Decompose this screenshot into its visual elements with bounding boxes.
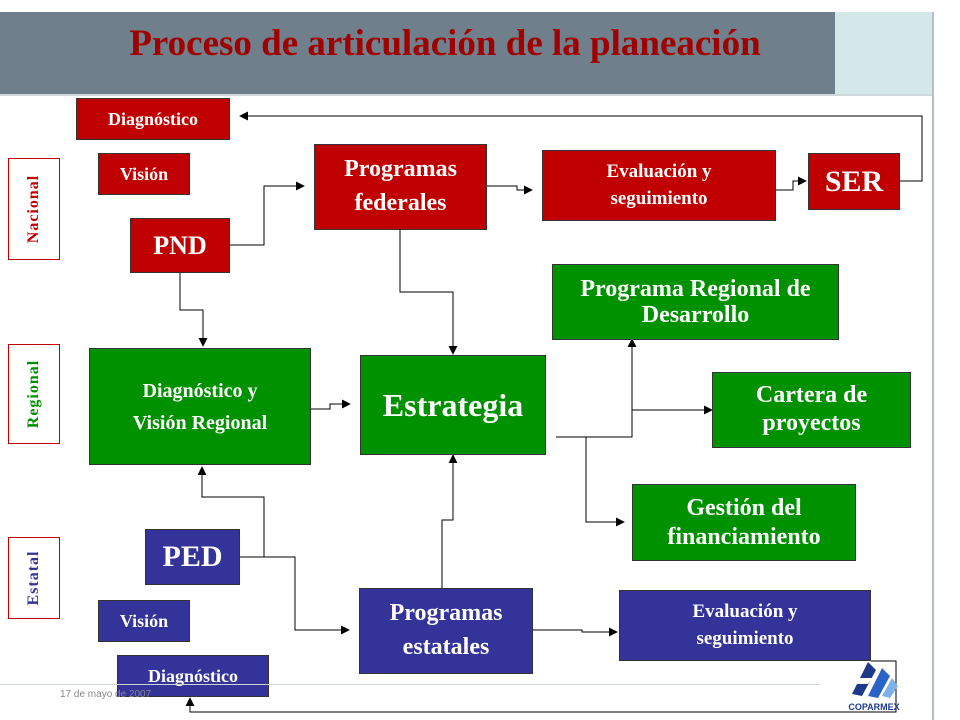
level-label-nacional: Nacional bbox=[8, 158, 60, 260]
arrow-pnd-to-diagnostico-regional bbox=[179, 273, 208, 347]
box-vision-nacional: Visión bbox=[98, 153, 190, 195]
coparmex-logo-icon bbox=[852, 662, 898, 698]
level-label-estatal: Estatal bbox=[8, 537, 60, 619]
footer-date: 17 de mayo de 2007 bbox=[60, 689, 152, 700]
box-estrategia: Estrategia bbox=[360, 355, 546, 455]
arrow-ped-to-programas-estatales bbox=[264, 556, 350, 635]
coparmex-logo: COPARMEX bbox=[838, 656, 910, 714]
box-cartera-proyectos: Cartera de proyectos bbox=[712, 372, 911, 448]
box-diagnostico-estatal: Diagnóstico bbox=[117, 655, 269, 697]
box-gestion-financiamiento: Gestión del financiamiento bbox=[632, 484, 856, 561]
arrow-pnd-to-programas-federales bbox=[230, 181, 305, 246]
box-pnd: PND bbox=[130, 218, 230, 273]
box-evaluacion-nacional: Evaluación y seguimiento bbox=[542, 150, 776, 221]
arrow-programas-federales-to-estrategia bbox=[399, 230, 458, 355]
arrow-estrategia-to-programa-regional bbox=[556, 338, 637, 438]
slide-title: Proceso de articulación de la planeación bbox=[129, 23, 761, 64]
box-diagnostico-vision-regional: Diagnóstico y Visión Regional bbox=[89, 348, 311, 465]
box-programas-estatales: Programas estatales bbox=[359, 588, 533, 674]
arrow-programas-estatales-to-estrategia bbox=[441, 454, 458, 588]
footer-rule bbox=[0, 684, 820, 685]
header-band bbox=[0, 12, 835, 94]
arrow-estrategia-to-gestion bbox=[585, 437, 625, 527]
box-diagnostico-nacional: Diagnóstico bbox=[76, 98, 230, 140]
logo-text: COPARMEX bbox=[848, 702, 900, 712]
arrow-ped-to-diagnostico-regional bbox=[197, 466, 265, 558]
box-vision-estatal: Visión bbox=[98, 600, 190, 642]
level-label-regional: Regional bbox=[8, 344, 60, 444]
arrow-ser-to-diagnostico bbox=[239, 111, 923, 182]
right-rule bbox=[932, 12, 934, 720]
box-programa-regional: Programa Regional de Desarrollo bbox=[552, 264, 839, 340]
header-accent bbox=[835, 12, 933, 94]
box-programas-federales: Programas federales bbox=[314, 144, 487, 230]
box-ser: SER bbox=[808, 153, 900, 210]
arrow-evaluacion-to-ser bbox=[776, 176, 807, 191]
box-ped: PED bbox=[145, 529, 240, 585]
arrow-programas-estatales-to-evaluacion bbox=[533, 627, 618, 637]
header-rule bbox=[0, 94, 933, 96]
arrow-evaluacion-to-diagnostico bbox=[185, 660, 897, 713]
box-evaluacion-estatal: Evaluación y seguimiento bbox=[619, 590, 871, 661]
arrow-diagnostico-regional-to-estrategia bbox=[311, 399, 351, 410]
arrow-programas-to-evaluacion bbox=[487, 185, 533, 195]
